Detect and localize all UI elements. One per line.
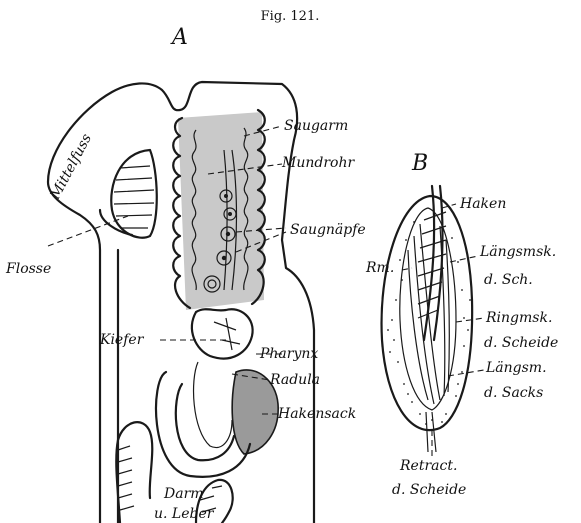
panel-b: B Haken Rm. Län bbox=[365, 151, 558, 498]
label-rm: Rm. bbox=[365, 260, 394, 276]
label-darm: Darm bbox=[163, 486, 204, 502]
label-flosse: Flosse bbox=[5, 261, 51, 277]
panel-b-letter: B bbox=[411, 151, 428, 176]
label-laengsmsk-1: Längsmsk. bbox=[479, 244, 556, 260]
label-leber: u. Leber bbox=[154, 506, 215, 522]
label-kiefer: Kiefer bbox=[99, 332, 145, 348]
label-mundrohr: Mundrohr bbox=[281, 155, 355, 171]
label-saugnaepfe: Saugnäpfe bbox=[290, 222, 366, 238]
pharynx-region bbox=[156, 309, 278, 477]
label-mittelfuss: Mittelfuss bbox=[47, 131, 95, 202]
hooks bbox=[418, 186, 446, 340]
label-saugarm: Saugarm bbox=[284, 118, 348, 134]
fin bbox=[111, 150, 157, 238]
label-ringmsk-1: Ringmsk. bbox=[485, 310, 552, 326]
label-laengsm-2: d. Sacks bbox=[484, 385, 543, 401]
label-retract-2: d. Scheide bbox=[392, 482, 466, 498]
label-radula: Radula bbox=[269, 372, 320, 388]
retractor bbox=[426, 412, 436, 452]
panel-a: A bbox=[5, 25, 366, 523]
saugarm-shade bbox=[178, 112, 264, 310]
panel-a-letter: A bbox=[170, 25, 188, 50]
label-retract-1: Retract. bbox=[399, 458, 457, 474]
label-pharynx: Pharynx bbox=[259, 346, 318, 362]
label-laengsmsk-2: d. Sch. bbox=[484, 272, 533, 288]
label-haken: Haken bbox=[459, 196, 506, 212]
label-ringmsk-2: d. Scheide bbox=[484, 335, 558, 351]
figure-caption: Fig. 121. bbox=[261, 9, 320, 24]
saugarm bbox=[173, 110, 265, 310]
label-hakensack: Hakensack bbox=[277, 406, 356, 422]
label-laengsm-1: Längsm. bbox=[485, 360, 547, 376]
